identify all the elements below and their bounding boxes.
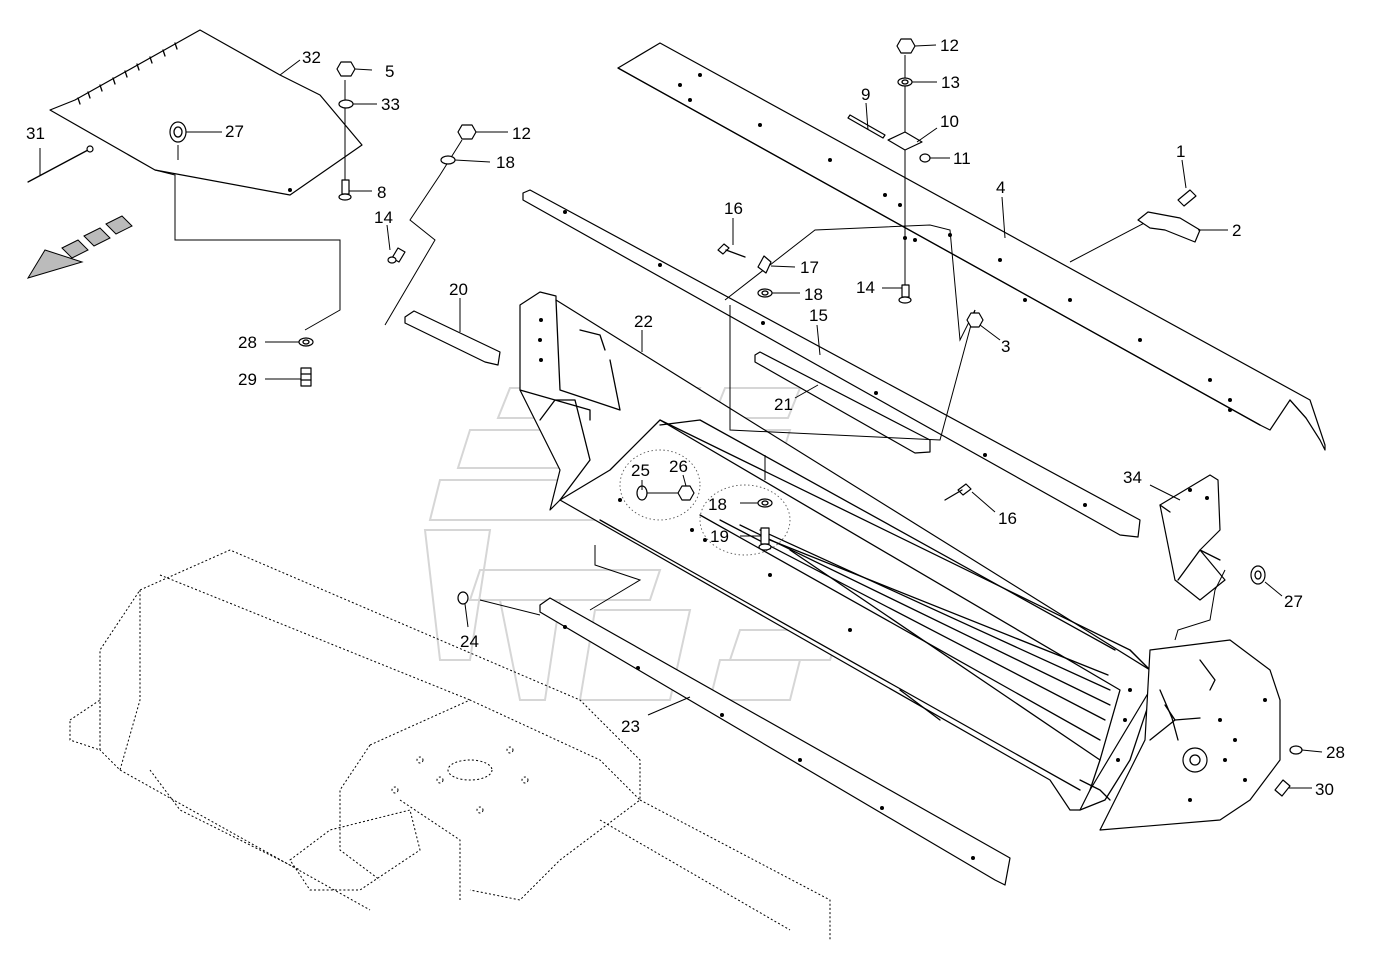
callout-10: 10 <box>940 112 959 131</box>
strip-21 <box>754 351 931 454</box>
bracket-34 <box>1159 474 1226 601</box>
callout-12: 12 <box>512 124 531 143</box>
hardware-parts <box>169 38 1303 797</box>
callout-25: 25 <box>631 461 650 480</box>
callout-26: 26 <box>669 457 688 476</box>
leader-lines <box>39 44 1323 789</box>
callout-19: 19 <box>710 527 729 546</box>
callout-12: 12 <box>940 36 959 55</box>
callout-15: 15 <box>809 306 828 325</box>
direction-arrow-icon <box>26 215 133 279</box>
callout-11: 11 <box>953 149 971 168</box>
callout-18: 18 <box>804 285 823 304</box>
callout-31: 31 <box>26 124 45 143</box>
callout-4: 4 <box>996 178 1005 197</box>
callout-28: 28 <box>1326 743 1345 762</box>
callout-17: 17 <box>800 258 819 277</box>
top-cover-plate <box>617 42 1326 451</box>
callout-27: 27 <box>1284 592 1303 611</box>
callout-28: 28 <box>238 333 257 352</box>
assembly-lines <box>154 55 1226 641</box>
pin-31 <box>27 145 94 183</box>
upper-left-shield <box>49 29 363 196</box>
callout-16: 16 <box>724 199 743 218</box>
long-strip <box>522 189 1141 538</box>
callout-9: 9 <box>861 85 870 104</box>
callout-8: 8 <box>377 183 386 202</box>
callout-21: 21 <box>774 395 793 414</box>
strip-20 <box>404 310 501 366</box>
callout-29: 29 <box>238 370 257 389</box>
callout-27: 27 <box>225 122 244 141</box>
callout-18: 18 <box>708 495 727 514</box>
callout-22: 22 <box>634 312 653 331</box>
callout-2: 2 <box>1232 221 1241 240</box>
callout-34: 34 <box>1123 468 1142 487</box>
callout-3: 3 <box>1001 337 1010 356</box>
detail-circle-a <box>619 449 701 521</box>
callout-24: 24 <box>460 632 479 651</box>
callout-32: 32 <box>302 48 321 67</box>
callout-20: 20 <box>449 280 468 299</box>
callout-18: 18 <box>496 153 515 172</box>
side-plate-right <box>1099 639 1281 831</box>
callout-1: 1 <box>1176 142 1185 161</box>
callout-14: 14 <box>374 208 393 227</box>
callout-13: 13 <box>941 73 960 92</box>
callout-14: 14 <box>856 278 875 297</box>
auger-housing <box>519 291 1151 811</box>
callout-23: 23 <box>621 717 640 736</box>
lower-strip <box>539 597 1011 886</box>
callout-33: 33 <box>381 95 400 114</box>
callout-30: 30 <box>1315 780 1334 799</box>
callout-16: 16 <box>998 509 1017 528</box>
callout-5: 5 <box>385 62 394 81</box>
machine-frame-dotted <box>69 549 831 940</box>
detail-circle-b <box>699 484 791 556</box>
callout-labels: 32 31 27 5 33 8 14 12 18 20 28 29 22 16 … <box>26 36 1345 799</box>
